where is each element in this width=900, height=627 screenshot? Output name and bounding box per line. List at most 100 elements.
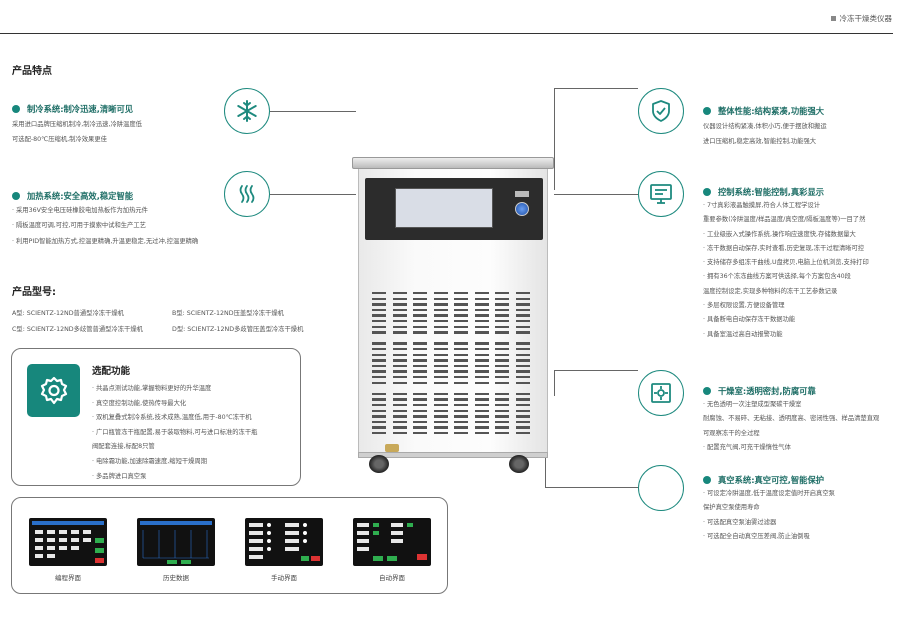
vent-slot	[474, 359, 489, 362]
vent-slot	[413, 370, 427, 373]
thumbnail-caption: 手动界面	[271, 574, 297, 582]
vent-slot	[392, 314, 407, 317]
heat-waves-icon	[224, 171, 270, 217]
vent-slot	[413, 415, 427, 418]
vent-slot	[392, 432, 407, 435]
vent-slot	[372, 415, 386, 418]
header-category-text: 冷冻干燥类仪器	[839, 14, 893, 23]
vent-slot	[515, 292, 530, 295]
vent-slot	[372, 398, 386, 401]
vent-slot	[433, 314, 448, 317]
vent-slot	[392, 331, 407, 334]
vent-slot	[372, 353, 386, 356]
vent-slot	[515, 314, 530, 317]
bullet-dot-icon	[703, 188, 711, 196]
vent-slot	[372, 432, 386, 435]
vent-slot	[474, 348, 489, 351]
vent-slot	[515, 297, 530, 300]
vent-slot	[372, 409, 386, 412]
vent-slot	[454, 398, 468, 401]
vent-slot	[495, 320, 509, 323]
vent-slot	[474, 420, 489, 424]
vent-slot	[413, 404, 427, 407]
vent-slot	[433, 348, 448, 351]
bullet-dot-icon	[703, 476, 711, 484]
vent-slot	[372, 292, 386, 295]
vent-slot	[454, 392, 468, 396]
vent-slot	[433, 404, 448, 407]
feature-refrigeration-title: 制冷系统:制冷迅速,清晰可见	[12, 103, 133, 115]
vent-slot	[413, 398, 427, 401]
vent-slot	[454, 415, 468, 418]
vent-slot	[392, 415, 407, 418]
power-button	[515, 191, 529, 197]
vent-slot	[413, 364, 427, 368]
vent-slot	[433, 432, 448, 435]
automatic-screen-thumbnail	[353, 518, 431, 566]
features-title: 产品特点	[12, 66, 52, 77]
square-icon	[830, 16, 836, 21]
vent-slot	[392, 342, 407, 345]
vent-slot	[433, 415, 448, 418]
vent-slot	[433, 353, 448, 356]
vent-slot	[495, 364, 509, 368]
vent-slot	[372, 348, 386, 351]
thumbnail-caption: 历史数据	[163, 574, 189, 582]
vent-slot	[433, 376, 448, 379]
vent-slot	[454, 359, 468, 362]
vent-slot	[474, 376, 489, 379]
vent-slot	[515, 342, 530, 345]
vent-slot	[372, 297, 386, 300]
vent-slot	[474, 342, 489, 345]
vent-slot	[474, 308, 489, 312]
vent-slot	[454, 292, 468, 295]
machine-top-plate	[352, 157, 554, 169]
vent-slot	[495, 303, 509, 306]
vent-slot	[413, 432, 427, 435]
header-rule	[0, 33, 893, 34]
vent-slot	[454, 331, 468, 334]
vent-slot	[454, 426, 468, 429]
feature-performance-body: 仪器设计结构紧凑,体积小巧,便于摆放和搬运 进口压缩机,稳定高效,智能控制,功能…	[703, 123, 827, 146]
vent-slot	[372, 370, 386, 373]
programming-screen-thumbnail	[29, 518, 107, 566]
vent-slot	[454, 342, 468, 345]
bullet-dot-icon	[703, 387, 711, 395]
vent-slot	[392, 409, 407, 412]
options-body: · 共晶点测试功能,掌握物料更好的升华温度 · 真空度控制功能,使热传导最大化 …	[92, 385, 258, 480]
vent-slot	[515, 370, 530, 373]
vent-slot	[372, 331, 386, 334]
vent-slot	[515, 325, 530, 328]
vent-slot	[433, 392, 448, 396]
vent-slot	[392, 303, 407, 306]
vent-slot	[392, 426, 407, 429]
vent-slot	[495, 432, 509, 435]
vent-slot	[515, 320, 530, 323]
vent-slot	[495, 420, 509, 424]
thumbnail-caption: 自动界面	[379, 574, 405, 582]
feature-heating-body: · 采用36V安全电压硅橡胶电加热板作为加热元件 · 隔板温度可调,可控,可用于…	[12, 207, 199, 245]
vent-slot	[515, 348, 530, 351]
vent-slot	[392, 392, 407, 396]
shield-check-icon	[638, 88, 684, 134]
vent-slot	[454, 370, 468, 373]
vent-slot	[372, 364, 386, 368]
machine-cabinet	[358, 167, 548, 453]
vent-slot	[474, 381, 489, 384]
vent-slot	[454, 404, 468, 407]
vent-slot	[413, 353, 427, 356]
feature-vacuum-body: · 可设定冷阱温度,低于温度设定值时开启真空泵 保护真空泵使用寿命 · 可选配真…	[703, 490, 835, 540]
vent-slot	[433, 420, 448, 424]
vent-slot	[372, 376, 386, 379]
model-list: A型: SCIENTZ-12ND普通型冷冻干燥机 B型: SCIENTZ-12N…	[12, 306, 303, 338]
vent-slot	[433, 370, 448, 373]
valve-knob	[515, 202, 529, 216]
vent-slot	[372, 325, 386, 328]
vent-slot	[454, 303, 468, 306]
vent-slot	[433, 426, 448, 429]
vent-slot	[515, 432, 530, 435]
vent-slot	[474, 426, 489, 429]
connector-line	[554, 88, 638, 89]
vent-slot	[392, 359, 407, 362]
vent-slot	[372, 359, 386, 362]
